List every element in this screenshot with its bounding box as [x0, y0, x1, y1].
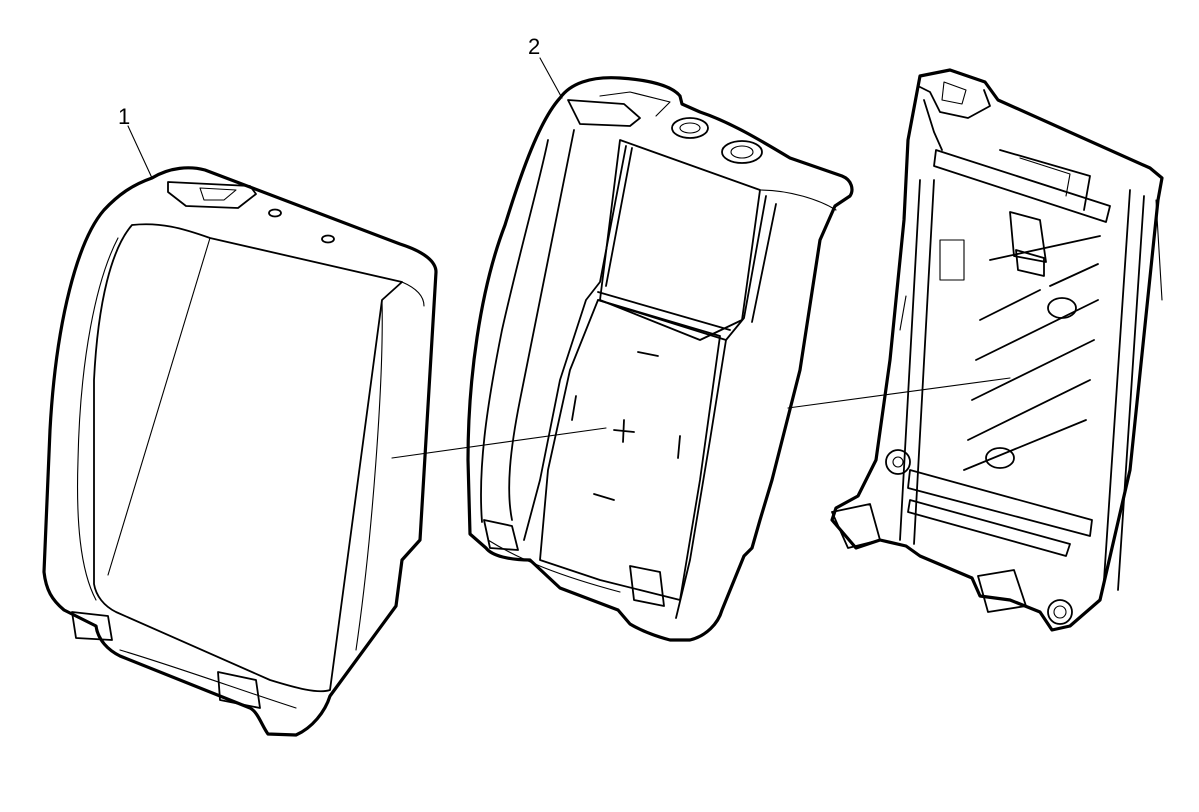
seatback-frame [830, 68, 1164, 632]
alignment-lines [127, 57, 1011, 459]
callout-1: 1 [118, 104, 130, 129]
callout-2: 2 [528, 34, 540, 59]
leader-line-1 [127, 125, 153, 179]
alignment-line-cover-to-pad [391, 427, 607, 459]
seatback-cover-part-1 [42, 166, 438, 737]
seatback-pad-part-2 [466, 76, 854, 642]
alignment-line-pad-to-frame [787, 377, 1011, 409]
leader-line-2 [539, 57, 563, 99]
